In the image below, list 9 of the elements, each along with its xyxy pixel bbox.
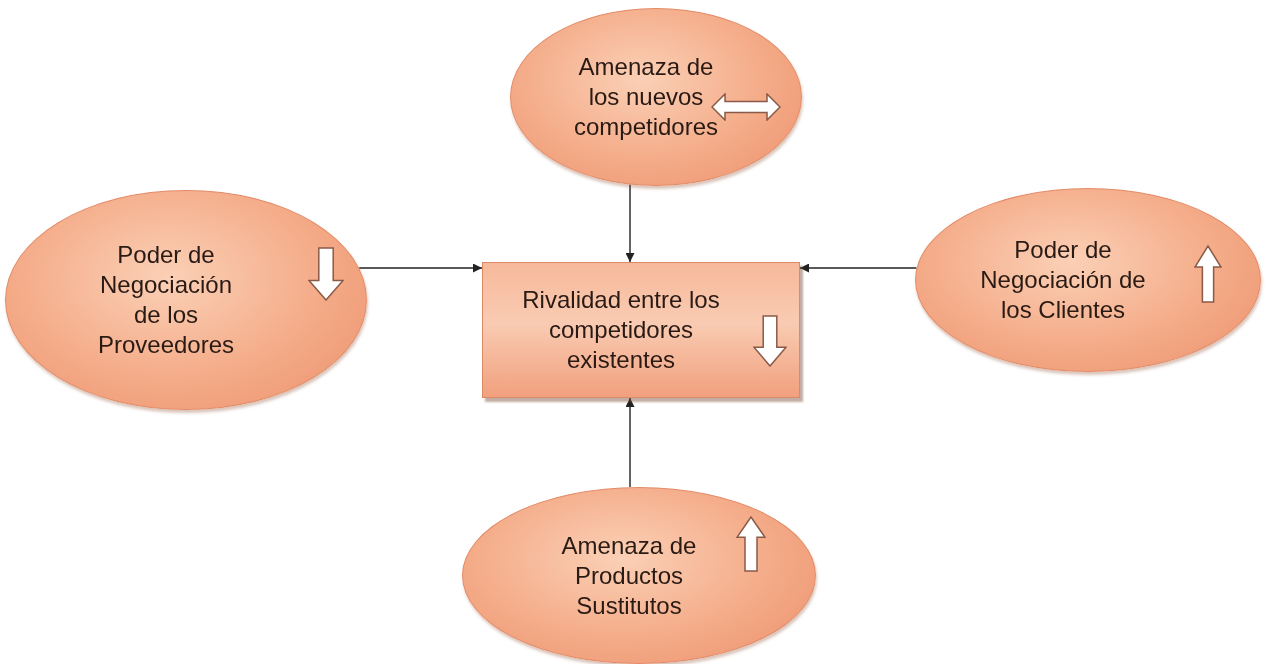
node-text: Rivalidad entre los competidores existentes (521, 285, 721, 375)
arrow (799, 263, 918, 273)
node-text: Amenaza de los nuevos competidores (572, 52, 720, 142)
arrow (358, 263, 483, 273)
process-box (482, 262, 800, 398)
node-text: Poder de Negociación de los Clientes (979, 235, 1147, 325)
node-text: Poder de Negociación de los Proveedores (96, 240, 236, 360)
node-text: Amenaza de Productos Sustitutos (560, 530, 698, 621)
arrow (625, 397, 635, 488)
